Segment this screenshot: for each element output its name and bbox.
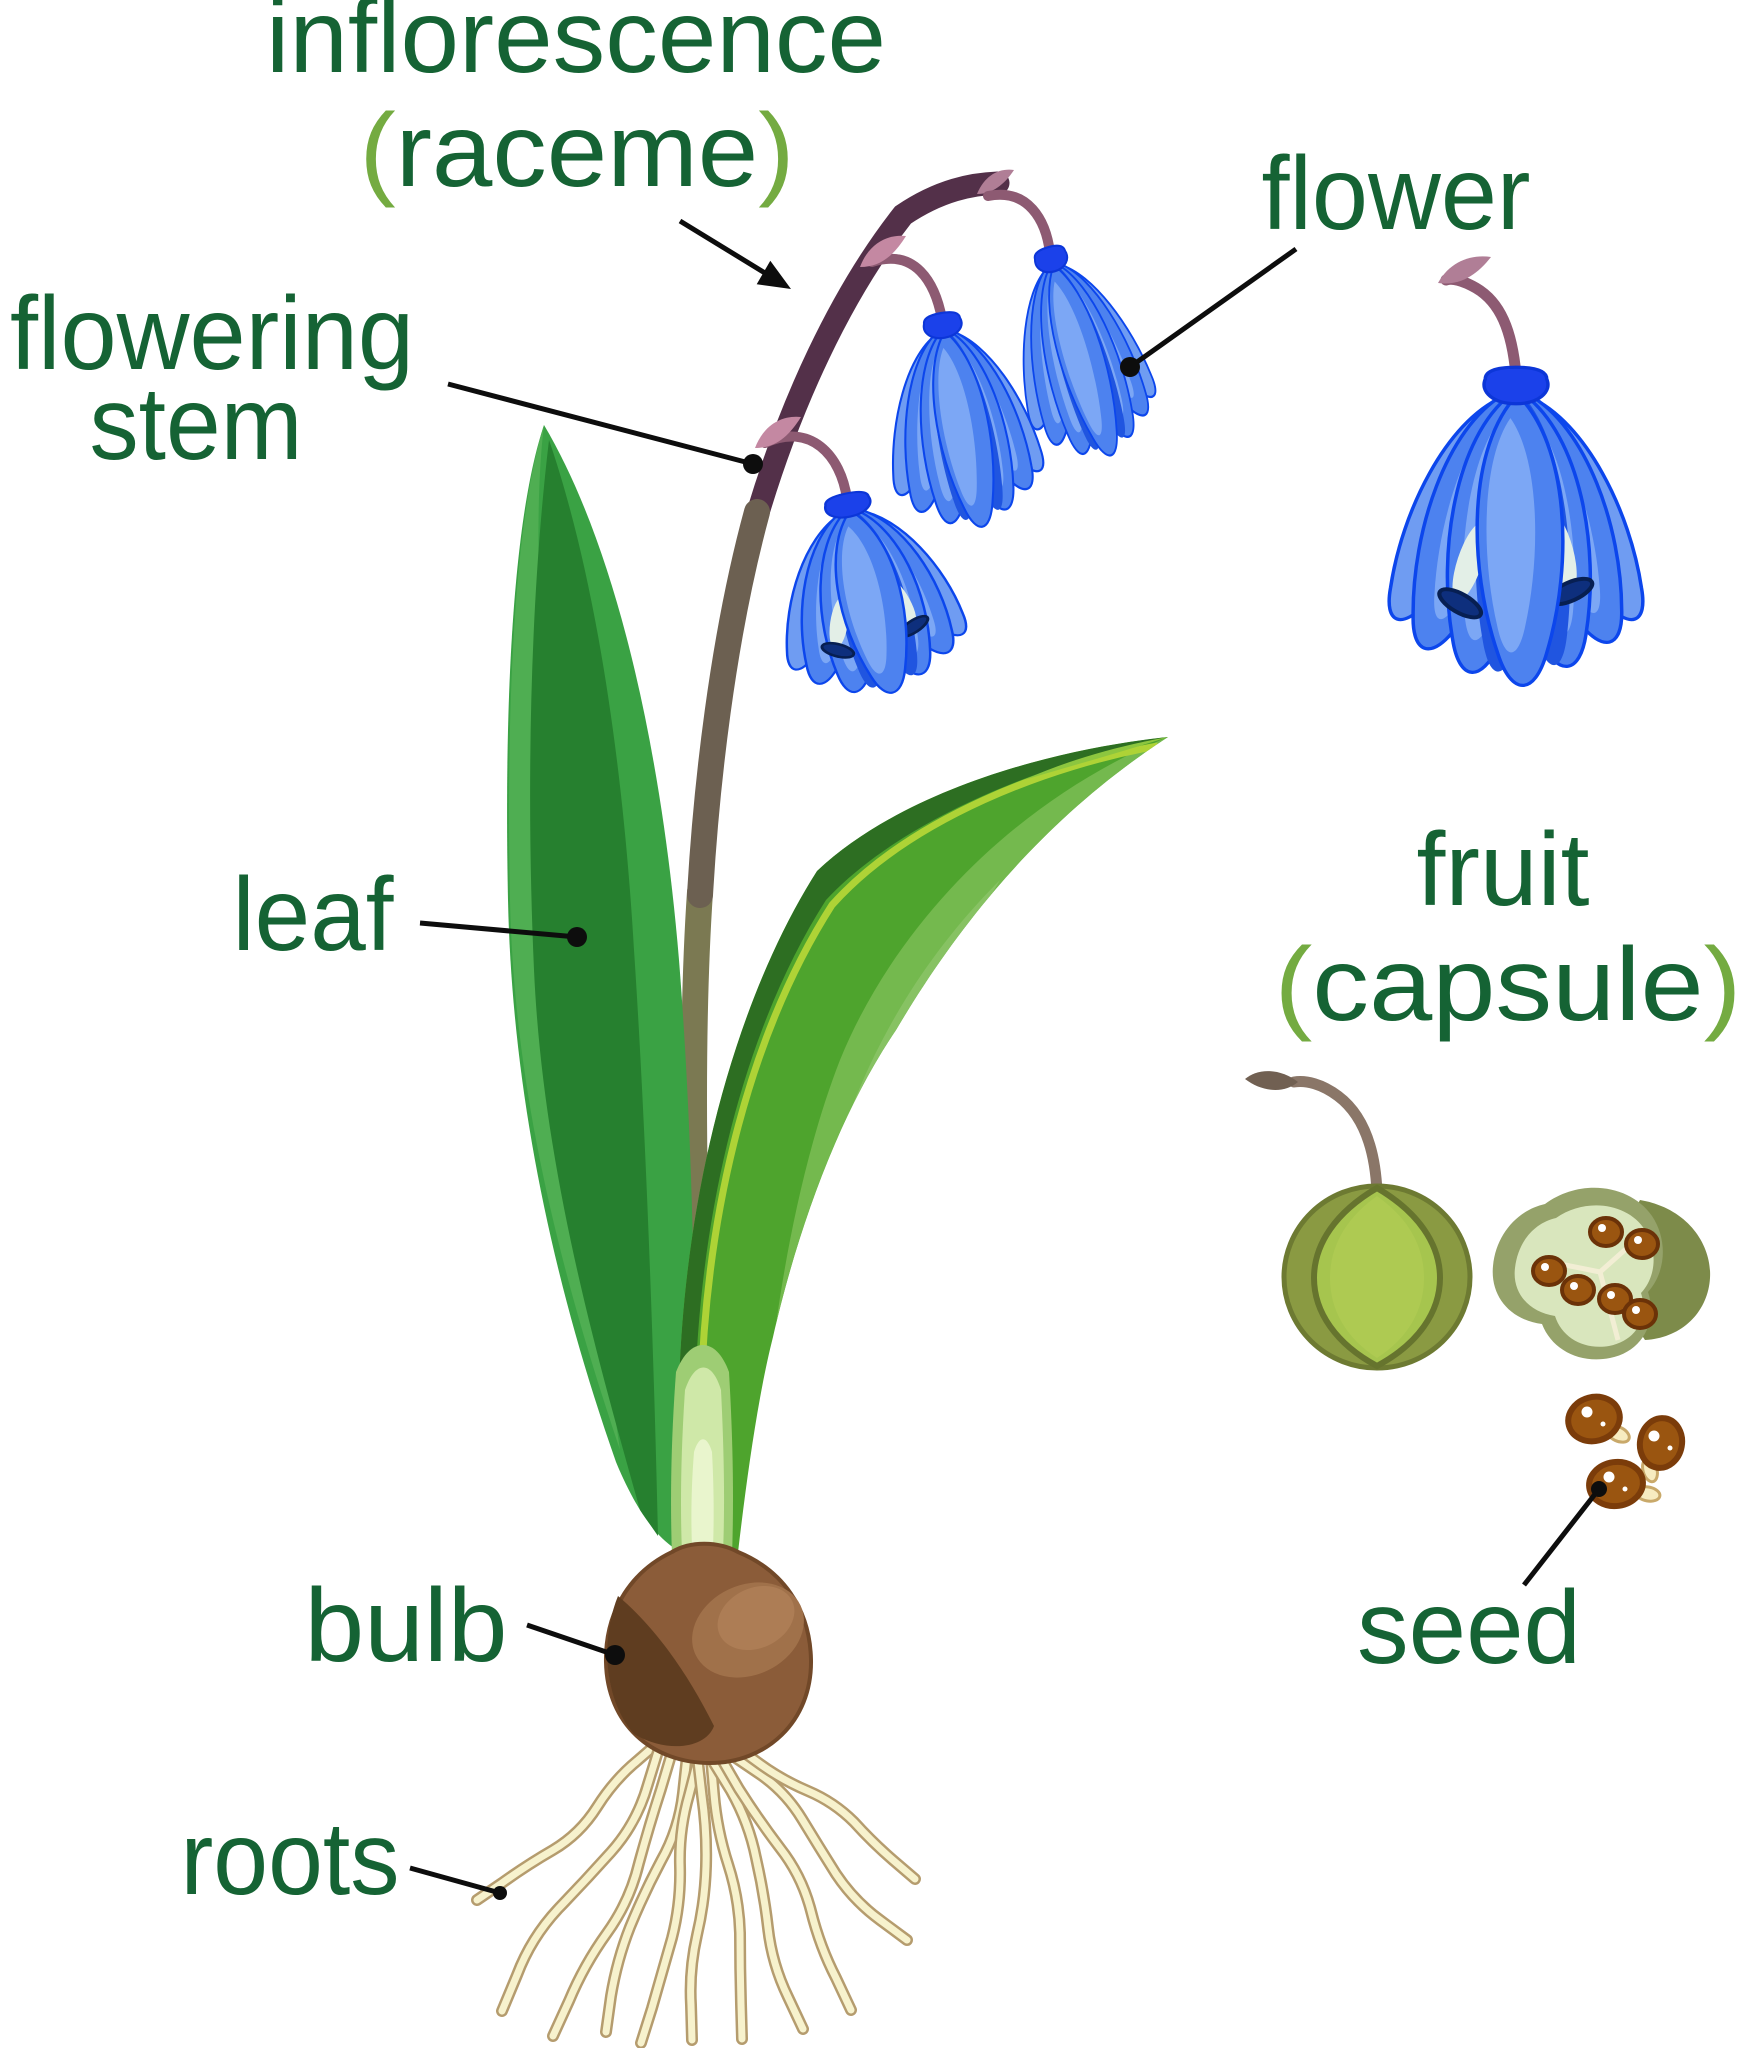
svg-text:(capsule): (capsule) bbox=[1275, 927, 1742, 1043]
svg-text:flower: flower bbox=[1262, 136, 1531, 252]
svg-text:inflorescence: inflorescence bbox=[266, 0, 886, 95]
svg-text:flowering: flowering bbox=[10, 276, 414, 392]
svg-text:fruit: fruit bbox=[1417, 812, 1590, 928]
svg-text:roots: roots bbox=[181, 1801, 400, 1917]
svg-text:stem: stem bbox=[90, 366, 303, 482]
svg-text:bulb: bulb bbox=[305, 1568, 508, 1684]
svg-text:leaf: leaf bbox=[233, 857, 395, 973]
svg-text:(raceme): (raceme) bbox=[360, 93, 795, 209]
svg-text:seed: seed bbox=[1357, 1570, 1581, 1686]
